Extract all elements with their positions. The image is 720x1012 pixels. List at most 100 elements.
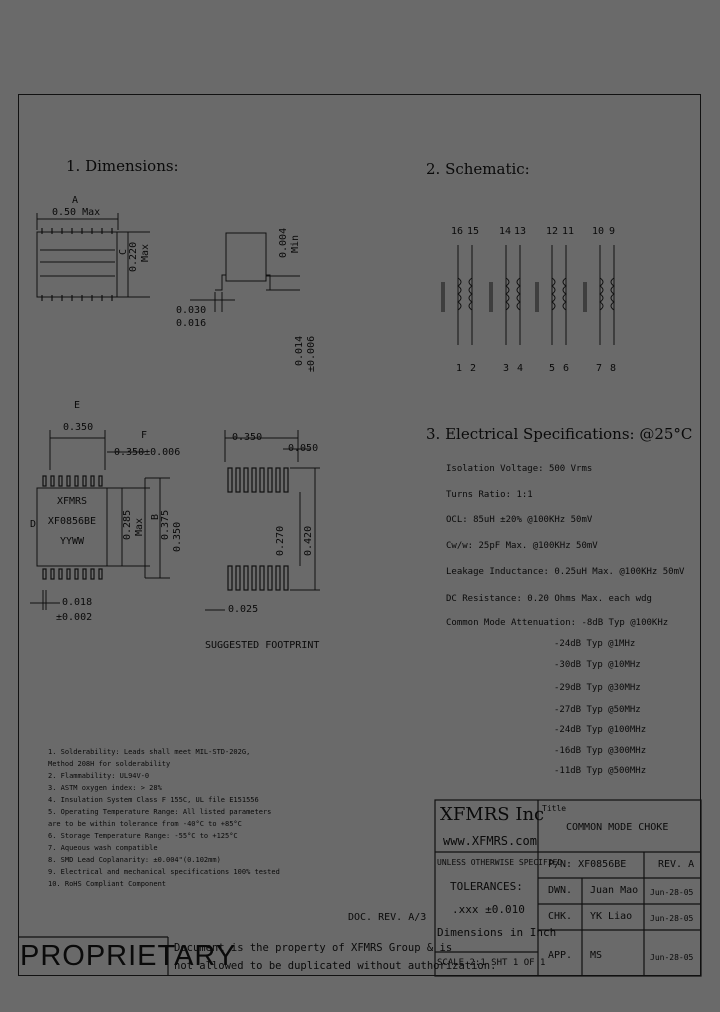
fp-dim-270: 0.270 <box>275 525 286 556</box>
pin-10: 10 <box>592 226 605 237</box>
pin-5: 5 <box>549 363 556 374</box>
spec-cm-500mhz: -11dB Typ @500MHz <box>554 766 647 776</box>
row-chk-label: CHK. <box>548 911 573 922</box>
note-item: 9. Electrical and mechanical specificati… <box>48 868 280 876</box>
note-item: Method 208H for solderability <box>48 760 171 768</box>
row-chk-date: Jun-28-05 <box>650 914 694 923</box>
electrical-heading: 3. Electrical Specifications: @25°C <box>426 425 693 443</box>
title-label: Title <box>542 804 567 813</box>
dim-lead-thickness-2: ±0.006 <box>306 335 317 372</box>
notes-list: 1. Solderability: Leads shall meet MIL-S… <box>48 746 280 890</box>
row-chk-name: YK Liao <box>590 911 633 922</box>
note-item: are to be within tolerance from -40°C to… <box>48 820 242 828</box>
part-title: COMMON MODE CHOKE <box>566 822 669 833</box>
row-app-date: Jun-28-05 <box>650 953 694 962</box>
spec-cww: Cw/w: 25pF Max. @100KHz 50mV <box>446 541 598 551</box>
dim-min-label: Min <box>290 234 301 253</box>
part-marking: XFMRS XF0856BE YYWW <box>37 488 107 566</box>
note-item: 6. Storage Temperature Range: -55°C to +… <box>48 832 238 840</box>
dim-d-label: D <box>30 519 37 530</box>
pin-6: 6 <box>563 363 570 374</box>
dimensions-heading: 1. Dimensions: <box>66 157 179 175</box>
spec-cm-30mhz: -29dB Typ @30MHz <box>554 683 641 693</box>
pin-12: 12 <box>546 226 559 237</box>
row-app-label: APP. <box>548 950 573 961</box>
fp-dim-050: 0.050 <box>288 443 319 454</box>
spec-cm-1mhz: -24dB Typ @1MHz <box>554 639 636 649</box>
pin-13: 13 <box>514 226 527 237</box>
note-item: 3. ASTM oxygen index: > 28% <box>48 784 162 792</box>
dim-b-350: 0.350 <box>172 521 183 552</box>
dim-b-max: Max <box>134 517 145 536</box>
revision: REV. A <box>658 859 695 870</box>
dim-pin-pitch-2: ±0.002 <box>56 612 93 623</box>
fp-dim-420: 0.420 <box>303 525 314 556</box>
pin-14: 14 <box>499 226 512 237</box>
marking-brand: XFMRS <box>56 496 88 507</box>
dim-lead-width-1: 0.030 <box>176 305 207 316</box>
part-number: P/N: XF0856BE <box>548 859 627 870</box>
pin-11: 11 <box>562 226 575 237</box>
dim-min-top: 0.004 <box>278 227 289 258</box>
fp-dim-025: 0.025 <box>228 604 259 615</box>
company-name: XFMRS Inc <box>440 804 545 825</box>
dim-e-value: 0.350 <box>63 422 94 433</box>
row-dwn-date: Jun-28-05 <box>650 888 694 897</box>
tolerance-value: .xxx ±0.010 <box>452 903 525 916</box>
disclaimer-line-1: Document is the property of XFMRS Group … <box>174 942 453 954</box>
note-item: 1. Solderability: Leads shall meet MIL-S… <box>48 748 251 756</box>
dim-a-value: 0.50 Max <box>52 207 101 218</box>
note-item: 4. Insulation System Class F 155C, UL fi… <box>48 796 259 804</box>
note-item: 2. Flammability: UL94V-0 <box>48 772 150 780</box>
spec-cm-10mhz: -30dB Typ @10MHz <box>554 660 641 670</box>
dim-e-label: E <box>74 400 81 411</box>
note-item: 5. Operating Temperature Range: All list… <box>48 808 272 816</box>
spec-turns-ratio: Turns Ratio: 1:1 <box>446 490 533 500</box>
dim-b-285: 0.285 <box>122 509 133 540</box>
doc-revision: DOC. REV. A/3 <box>348 912 427 923</box>
pin-16: 16 <box>451 226 464 237</box>
fp-dim-350: 0.350 <box>232 432 263 443</box>
note-item: 7. Aqueous wash compatible <box>48 844 158 852</box>
tolerances-label: TOLERANCES: <box>450 880 523 893</box>
spec-leakage: Leakage Inductance: 0.25uH Max. @100KHz … <box>446 567 685 577</box>
pin-9: 9 <box>609 226 616 237</box>
marking-pn: XF0856BE <box>47 516 97 527</box>
pin-2: 2 <box>470 363 477 374</box>
spec-cm-atten: Common Mode Attenuation: -8dB Typ @100KH… <box>446 618 669 628</box>
note-item: 10. RoHS Compliant Component <box>48 880 167 888</box>
marking-code: YYWW <box>59 536 85 547</box>
dim-f-label: F <box>141 430 148 441</box>
dim-lead-width-2: 0.016 <box>176 318 207 329</box>
pin-1: 1 <box>456 363 463 374</box>
company-website: www.XFMRS.com <box>443 834 537 848</box>
dim-b-375: 0.375 <box>160 509 171 540</box>
dim-f-value: 0.350±0.006 <box>114 447 181 458</box>
row-dwn-name: Juan Mao <box>590 885 639 896</box>
dimensions-in-inch: Dimensions in Inch <box>437 926 557 939</box>
note-item: 8. SMD Lead Coplanarity: ±0.004"(0.102mm… <box>48 856 221 864</box>
scale-sheet: SCALE 2:1 SHT 1 OF 1 <box>437 958 546 968</box>
row-app-name: MS <box>590 950 603 961</box>
pin-4: 4 <box>517 363 524 374</box>
pin-7: 7 <box>596 363 603 374</box>
spec-cm-300mhz: -16dB Typ @300MHz <box>554 746 647 756</box>
spec-isolation: Isolation Voltage: 500 Vrms <box>446 464 593 474</box>
spec-cm-100mhz: -24dB Typ @100MHz <box>554 725 647 735</box>
proprietary-label: PROPRIETARY <box>20 940 237 972</box>
unless-otherwise: UNLESS OTHERWISE SPECIFIED <box>437 858 563 867</box>
footprint-label: SUGGESTED FOOTPRINT <box>205 640 320 651</box>
pin-8: 8 <box>610 363 617 374</box>
dim-a-label: A <box>72 195 79 206</box>
spec-dcr: DC Resistance: 0.20 Ohms Max. each wdg <box>446 594 652 604</box>
schematic-heading: 2. Schematic: <box>426 160 530 178</box>
dim-c-max: Max <box>140 243 151 262</box>
dim-lead-thickness-1: 0.014 <box>294 335 305 366</box>
spec-cm-50mhz: -27dB Typ @50MHz <box>554 705 641 715</box>
disclaimer-line-2: not allowed to be duplicated without aut… <box>174 960 497 972</box>
dim-pin-pitch-1: 0.018 <box>62 597 93 608</box>
spec-ocl: OCL: 85uH ±20% @100KHz 50mV <box>446 515 593 525</box>
pin-15: 15 <box>467 226 480 237</box>
pin-3: 3 <box>503 363 510 374</box>
